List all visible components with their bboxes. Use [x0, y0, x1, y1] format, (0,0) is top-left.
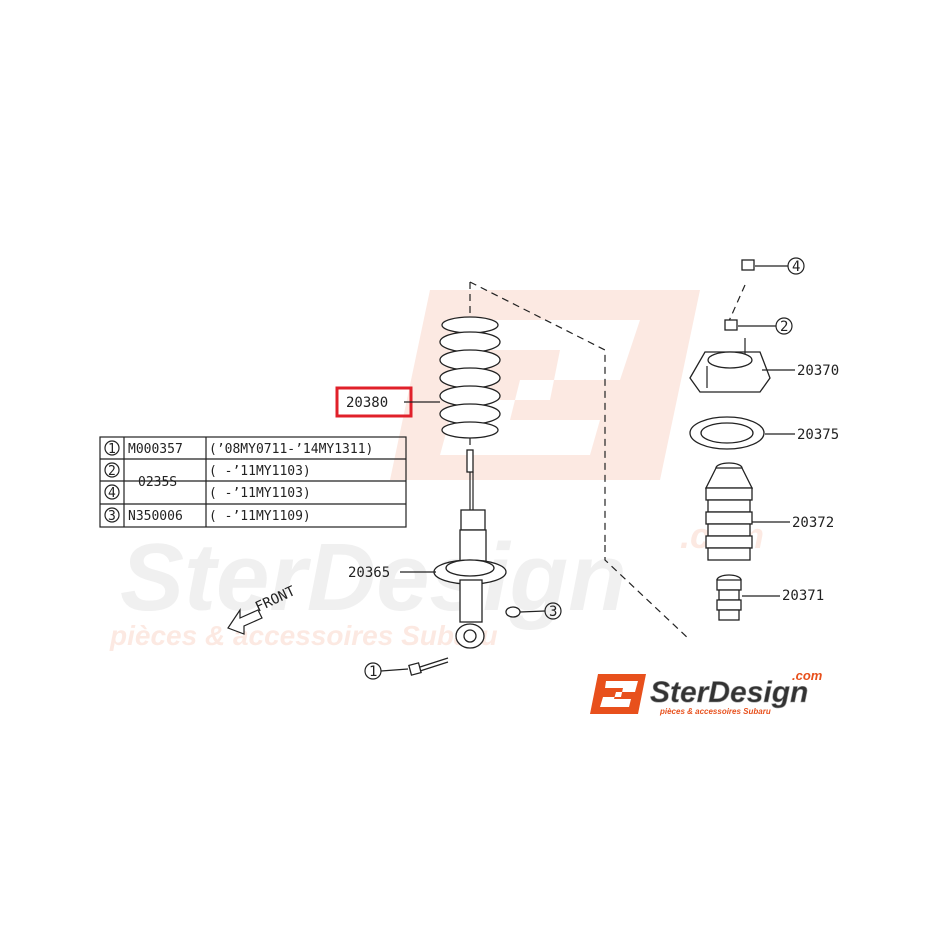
table-row-3-num: 4 — [108, 486, 116, 501]
bump-stop-20371 — [716, 574, 742, 621]
table-row-1-part: M000357 — [128, 442, 183, 457]
coil-spring-20380 — [439, 316, 501, 439]
nut-3 — [505, 606, 521, 618]
brand-tagline: pièces & accessoires Subaru — [659, 707, 771, 716]
part-label-20375[interactable]: 20375 — [797, 427, 839, 443]
brand-logo: SterDesign .com pièces & accessoires Sub… — [590, 668, 823, 716]
front-arrow — [227, 608, 263, 635]
table-row-2-range: ( -’11MY1103) — [209, 464, 311, 479]
watermark-logo — [390, 290, 700, 480]
table-row-2-part: 0235S — [138, 475, 177, 490]
brand-logo-mark — [590, 674, 646, 714]
callout-2[interactable]: 2 — [780, 319, 788, 335]
table-row-1-num: 1 — [108, 442, 116, 457]
brand-name: SterDesign — [650, 676, 808, 709]
assembly-dashed-line — [469, 281, 746, 641]
table-row-3-range: ( -’11MY1103) — [209, 486, 311, 501]
watermark: SterDesign .com pièces & accessoires Sub… — [109, 290, 764, 651]
part-label-20372[interactable]: 20372 — [792, 515, 834, 531]
dust-cover-20372 — [704, 462, 754, 561]
part-label-20370[interactable]: 20370 — [797, 363, 839, 379]
upper-mount-20370 — [689, 338, 771, 393]
callout-3[interactable]: 3 — [549, 604, 557, 620]
part-label-20371[interactable]: 20371 — [782, 588, 824, 604]
watermark-main-text: SterDesign — [120, 524, 627, 631]
legend-table: 1 M000357 (’08MY0711-’14MY1311) 2 0235S … — [99, 436, 407, 528]
brand-com: .com — [792, 668, 823, 683]
spring-seat-20375 — [689, 416, 765, 450]
table-row-2-num: 2 — [108, 464, 116, 479]
watermark-sub-text: pièces & accessoires Subaru — [109, 620, 498, 651]
callout-4[interactable]: 4 — [792, 259, 800, 275]
part-label-20380[interactable]: 20380 — [346, 395, 388, 411]
table-row-1-range: (’08MY0711-’14MY1311) — [209, 442, 373, 457]
bolt-1 — [408, 657, 449, 676]
table-row-4-num: 3 — [108, 509, 116, 524]
part-label-20365[interactable]: 20365 — [348, 565, 390, 581]
callout-1[interactable]: 1 — [369, 664, 377, 680]
table-row-4-part: N350006 — [128, 509, 183, 524]
table-row-4-range: ( -’11MY1109) — [209, 509, 311, 524]
nut-4 — [741, 259, 755, 271]
shock-absorber-20365 — [433, 449, 507, 649]
nut-2 — [724, 319, 738, 331]
